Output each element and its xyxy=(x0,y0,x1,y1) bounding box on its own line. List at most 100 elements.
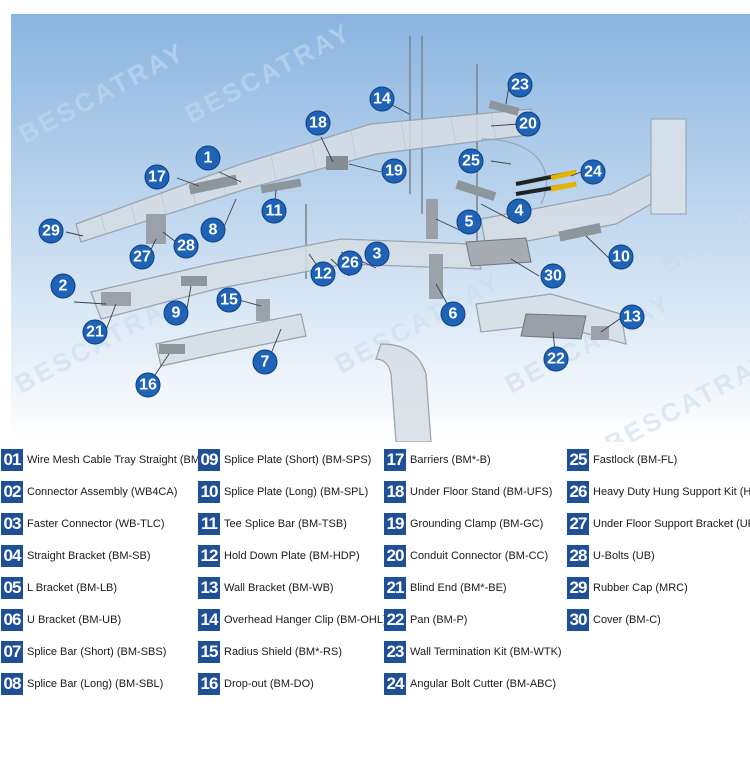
legend-label: Conduit Connector (BM-CC) xyxy=(410,550,549,562)
callout-badge: 10 xyxy=(608,244,634,270)
legend-number: 06 xyxy=(1,609,23,631)
callout-badge: 7 xyxy=(252,349,278,375)
tray-vertical-drop xyxy=(375,343,432,442)
callout-badge: 18 xyxy=(305,110,331,136)
legend-item: 16 Drop-out (BM-DO) xyxy=(198,673,314,695)
legend-number: 09 xyxy=(198,449,220,471)
legend-item: 26 Heavy Duty Hung Support Kit (HDHS) xyxy=(567,481,750,503)
leader-line xyxy=(222,198,237,230)
legend-item: 05 L Bracket (BM-LB) xyxy=(1,577,117,599)
tray-outline xyxy=(75,108,537,243)
legend-number: 12 xyxy=(198,545,220,567)
callout-badge: 22 xyxy=(543,346,569,372)
legend-label: Drop-out (BM-DO) xyxy=(224,678,314,690)
callout-badge: 30 xyxy=(540,263,566,289)
legend-number: 26 xyxy=(567,481,589,503)
legend-number: 07 xyxy=(1,641,23,663)
legend-number: 02 xyxy=(1,481,23,503)
tray-mesh-line xyxy=(400,120,407,151)
tray-outline xyxy=(90,238,482,320)
bolt-cutter-tool xyxy=(515,169,577,196)
callout-badge: 24 xyxy=(580,159,606,185)
legend-label: Connector Assembly (WB4CA) xyxy=(27,486,178,498)
callout-badge: 29 xyxy=(38,218,64,244)
callout-badge: 16 xyxy=(135,372,161,398)
callout-badge: 13 xyxy=(619,304,645,330)
legend-number: 24 xyxy=(384,673,406,695)
legend-label: Faster Connector (WB-TLC) xyxy=(27,518,165,530)
splice-plate-short-part xyxy=(181,276,207,286)
leader-line xyxy=(105,303,117,331)
callout-number: 19 xyxy=(385,163,403,180)
blind-end-part xyxy=(101,292,131,306)
leader-line xyxy=(600,317,622,333)
callout-badge: 21 xyxy=(82,319,108,345)
legend-number: 30 xyxy=(567,609,589,631)
legend-label: Pan (BM-P) xyxy=(410,614,468,626)
legend-number: 23 xyxy=(384,641,406,663)
barrier-part xyxy=(188,174,238,195)
diagram-background xyxy=(11,14,750,442)
callout-badge: 8 xyxy=(200,217,226,243)
radius-shield-part xyxy=(256,299,270,321)
legend-label: U-Bolts (UB) xyxy=(593,550,655,562)
tray-mesh-line xyxy=(350,129,357,160)
legend-label: Grounding Clamp (BM-GC) xyxy=(410,518,544,530)
callout-number: 7 xyxy=(261,354,270,371)
legend-label: Under Floor Support Bracket (UFSB) xyxy=(593,518,750,530)
legend-label: Rubber Cap (MRC) xyxy=(593,582,688,594)
leader-line xyxy=(490,123,519,127)
leader-line xyxy=(510,258,540,277)
legend-number: 28 xyxy=(567,545,589,567)
legend-number: 16 xyxy=(198,673,220,695)
legend-number: 29 xyxy=(567,577,589,599)
callout-number: 9 xyxy=(172,305,181,322)
leader-line xyxy=(320,136,334,163)
tray-mesh-line xyxy=(100,215,107,235)
callout-number: 2 xyxy=(59,278,68,295)
legend-number: 22 xyxy=(384,609,406,631)
callout-number: 8 xyxy=(209,222,218,239)
leader-line xyxy=(570,171,582,177)
callout-badge: 2 xyxy=(50,273,76,299)
legend-label: Tee Splice Bar (BM-TSB) xyxy=(224,518,347,530)
cable-tray-diagram: BESCATRAY BESCATRAY BESCATRAY BESCATRAY … xyxy=(11,14,750,442)
bracket-part xyxy=(455,180,497,201)
callout-number: 12 xyxy=(314,266,332,283)
legend-label: L Bracket (BM-LB) xyxy=(27,582,118,594)
callout-badge: 25 xyxy=(458,148,484,174)
pan-plate xyxy=(520,313,587,340)
callout-badge: 15 xyxy=(216,287,242,313)
legend-label: Heavy Duty Hung Support Kit (HDHS) xyxy=(593,486,750,498)
callout-number: 18 xyxy=(309,115,327,132)
callout-number: 14 xyxy=(373,91,391,108)
tray-bend xyxy=(480,138,547,205)
tray-outline xyxy=(375,343,432,442)
callout-badge: 9 xyxy=(163,300,189,326)
legend-label: Fastlock (BM-FL) xyxy=(593,454,678,466)
callout-number: 23 xyxy=(511,77,529,94)
legend-number: 21 xyxy=(384,577,406,599)
tray-components xyxy=(101,100,609,354)
callout-number: 26 xyxy=(341,255,359,272)
legend-number: 05 xyxy=(1,577,23,599)
legend-number: 13 xyxy=(198,577,220,599)
legend-number: 18 xyxy=(384,481,406,503)
legend-number: 15 xyxy=(198,641,220,663)
callout-number: 25 xyxy=(462,153,480,170)
legend-label: Wire Mesh Cable Tray Straight (BM*) xyxy=(27,454,208,466)
callout-number: 29 xyxy=(42,223,60,240)
callout-badge: 26 xyxy=(337,250,363,276)
tray-right-run xyxy=(480,118,687,250)
callout-number: 28 xyxy=(177,238,195,255)
callouts: 1 2 3 4 5 6 7 8 9 10 11 12 13 14 15 16 1… xyxy=(38,72,645,398)
